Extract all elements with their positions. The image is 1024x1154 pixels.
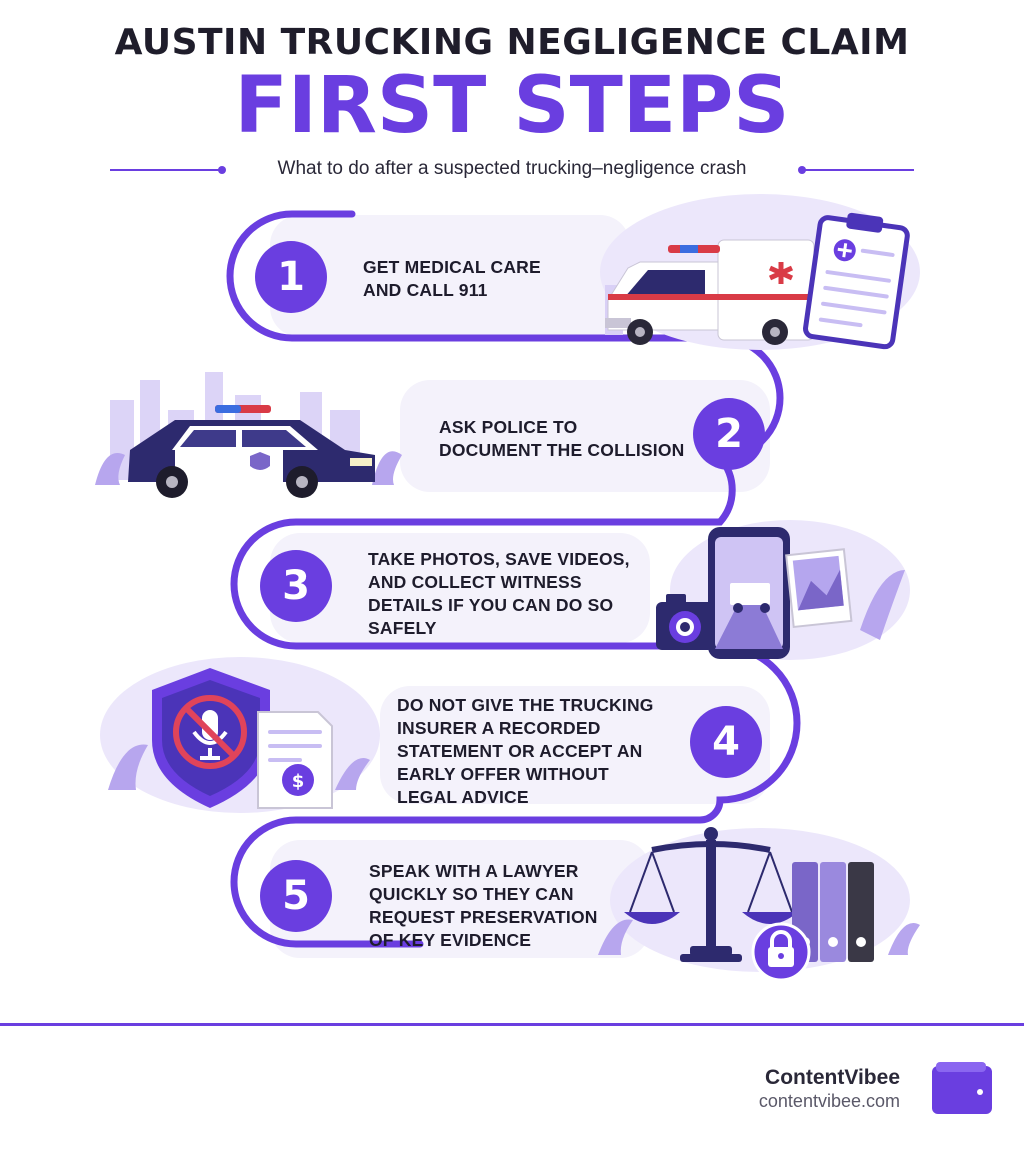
header-title: AUSTIN TRUCKING NEGLIGENCE CLAIM <box>114 22 910 63</box>
step-4-number: 4 <box>690 706 762 778</box>
subtitle-dot-right <box>798 166 806 174</box>
subtitle-divider-left <box>110 169 220 171</box>
step-1-number: 1 <box>255 241 327 313</box>
clipboard-medical-icon <box>803 212 910 350</box>
step-2-number: 2 <box>693 398 765 470</box>
step-5-text: SPEAK WITH A LAWYER QUICKLY SO THEY CAN … <box>369 860 598 952</box>
step-3-panel <box>270 533 650 643</box>
step-4-line-1: DO NOT GIVE THE TRUCKING <box>397 695 654 715</box>
subtitle-dot-left <box>218 166 226 174</box>
document-dollar-icon: $ <box>257 711 333 809</box>
camera-icon <box>656 594 714 650</box>
step-2-text: ASK POLICE TO DOCUMENT THE COLLISION <box>439 416 685 462</box>
step-4-line-2: INSURER A RECORDED <box>397 718 601 738</box>
winding-path <box>226 210 801 948</box>
steps-illustration: $ <box>95 194 920 982</box>
step-3-line-2: AND COLLECT WITNESS <box>368 572 582 592</box>
police-car-icon <box>95 372 402 498</box>
step-5-number: 5 <box>260 860 332 932</box>
smartphone-photo-icon <box>670 520 910 660</box>
header-main-title: FIRST STEPS <box>234 61 790 151</box>
step-1-line-2: AND CALL 911 <box>363 280 488 300</box>
wallet-logo-icon <box>932 1062 992 1114</box>
step-4-line-3: STATEMENT OR ACCEPT AN <box>397 741 643 761</box>
step-4-text: DO NOT GIVE THE TRUCKING INSURER A RECOR… <box>397 694 654 809</box>
step-4-line-4: EARLY OFFER WITHOUT <box>397 764 609 784</box>
svg-text:$: $ <box>292 771 305 792</box>
step-3-line-4: SAFELY <box>368 618 437 638</box>
subtitle-divider-right <box>804 169 914 171</box>
subtitle-row: What to do after a suspected trucking–ne… <box>110 158 914 184</box>
step-5-line-3: REQUEST PRESERVATION <box>369 907 598 927</box>
step-3-line-1: TAKE PHOTOS, SAVE VIDEOS, <box>368 549 630 569</box>
lock-icon <box>751 922 811 982</box>
footer-divider <box>0 1023 1024 1026</box>
step-1-line-1: GET MEDICAL CARE <box>363 257 541 277</box>
step-5-line-2: QUICKLY SO THEY CAN <box>369 884 574 904</box>
subtitle: What to do after a suspected trucking–ne… <box>277 158 747 179</box>
step-3-line-3: DETAILS IF YOU CAN DO SO <box>368 595 614 615</box>
step-2-panel <box>400 380 770 492</box>
step-5-panel <box>270 840 650 958</box>
photo-icon <box>785 548 853 629</box>
brand-url[interactable]: contentvibee.com <box>758 1091 900 1111</box>
step-3-number: 3 <box>260 550 332 622</box>
step-2-line-2: DOCUMENT THE COLLISION <box>439 440 685 460</box>
step-2-line-1: ASK POLICE TO <box>439 417 578 437</box>
step-5-line-4: OF KEY EVIDENCE <box>369 930 532 950</box>
step-4-line-5: LEGAL ADVICE <box>397 787 529 807</box>
step-1-text: GET MEDICAL CARE AND CALL 911 <box>363 256 541 302</box>
brand-name: ContentVibee <box>765 1066 900 1089</box>
step-5-line-1: SPEAK WITH A LAWYER <box>369 861 579 881</box>
step-4-panel <box>380 686 770 804</box>
step-3-text: TAKE PHOTOS, SAVE VIDEOS, AND COLLECT WI… <box>368 548 630 640</box>
step-1-panel <box>270 215 630 337</box>
shield-no-microphone-icon <box>100 657 380 813</box>
